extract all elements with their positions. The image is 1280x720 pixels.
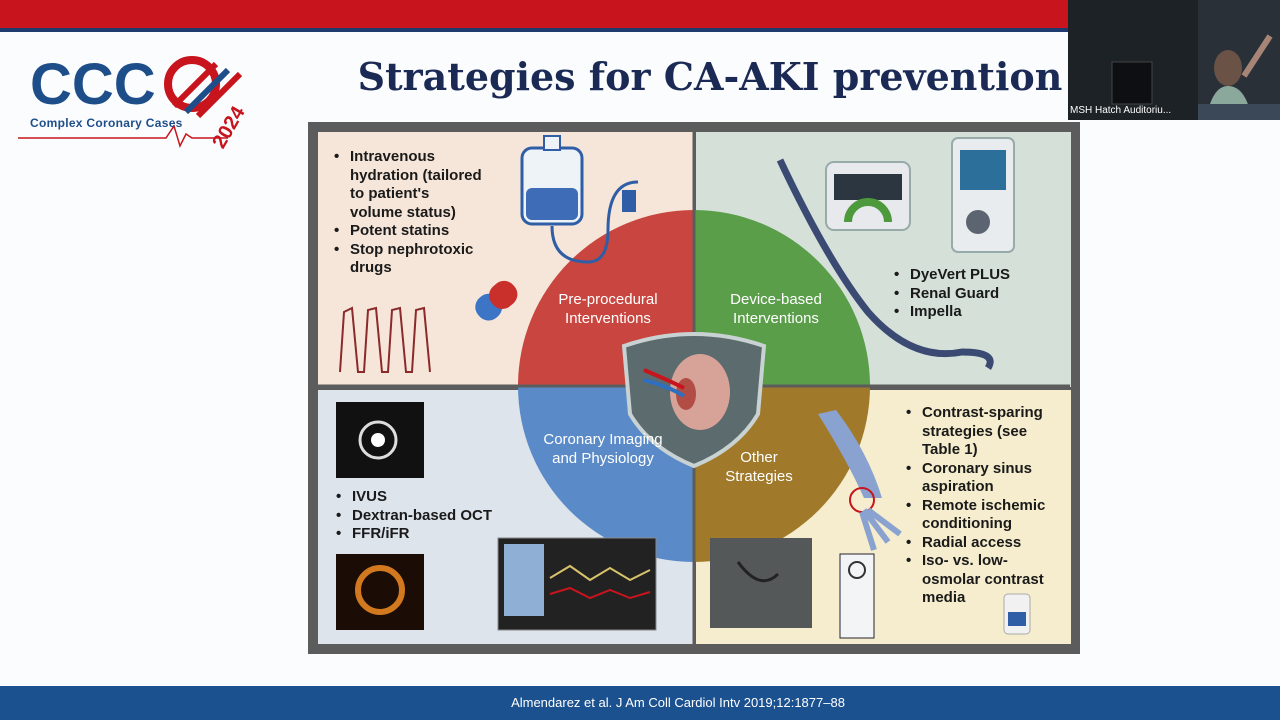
catheter-icon — [776, 158, 994, 370]
logo-subtitle: Complex Coronary Cases — [30, 116, 183, 130]
ccc-2024-logo: CCC 2024 — [18, 52, 250, 152]
logo-mark: CCC — [30, 52, 156, 117]
other-item: Radial access — [906, 534, 1064, 553]
other-item: Contrast-sparing strategies (see Table 1… — [906, 404, 1064, 460]
segment-label-imaging: Coronary Imaging and Physiology — [543, 431, 663, 467]
other-item: Remote ischemic conditioning — [906, 497, 1064, 534]
ffr-monitor-icon — [497, 537, 657, 631]
pill-icon — [475, 280, 518, 321]
device-item: Renal Guard — [894, 285, 1064, 304]
top-blue-line — [0, 28, 1068, 32]
imaging-item: IVUS — [336, 488, 516, 507]
device-item: Impella — [894, 303, 1064, 322]
segment-label-device: Device-based Interventions — [730, 291, 822, 327]
pre-procedural-list: Intravenous hydration (tailored to patie… — [334, 148, 484, 278]
imaging-item: Dextran-based OCT — [336, 507, 516, 526]
device-item: DyeVert PLUS — [894, 266, 1064, 285]
strategy-figure: Pre-procedural Interventions Device-base… — [308, 122, 1080, 654]
iv-bag-icon — [520, 135, 639, 264]
pre-item: Stop nephrotoxic drugs — [334, 241, 484, 278]
slide-title: Strategies for CA-AKI prevention — [357, 54, 1063, 99]
device-based-list: DyeVert PLUS Renal Guard Impella — [894, 266, 1064, 322]
top-red-bar — [0, 0, 1068, 28]
strategy-wheel — [318, 132, 1070, 644]
segment-label-pre: Pre-procedural Interventions — [558, 291, 658, 327]
participant-video[interactable]: MSH Hatch Auditoriu... — [1068, 0, 1280, 120]
citation-text: Almendarez et al. J Am Coll Cardiol Intv… — [511, 695, 845, 710]
waveform-icon — [339, 306, 431, 373]
pressure-device-icon — [839, 553, 875, 639]
renal-guard-icon — [951, 137, 1015, 253]
logo-year: 2024 — [208, 102, 250, 152]
forearm-icon — [818, 410, 902, 551]
other-strategies-list: Contrast-sparing strategies (see Table 1… — [906, 404, 1064, 608]
other-item: Iso- vs. low-osmolar contrast media — [906, 552, 1064, 608]
pre-item: Potent statins — [334, 222, 484, 241]
imaging-list: IVUS Dextran-based OCT FFR/iFR — [336, 488, 516, 544]
angiogram-image — [710, 538, 812, 628]
pre-item: Intravenous hydration (tailored to patie… — [334, 148, 484, 222]
citation-footer: Almendarez et al. J Am Coll Cardiol Intv… — [0, 686, 1280, 720]
segment-label-other: Other Strategies — [725, 449, 793, 485]
kidney-shield-icon — [621, 332, 767, 469]
other-item: Coronary sinus aspiration — [906, 460, 1064, 497]
participant-label: MSH Hatch Auditoriu... — [1070, 105, 1172, 116]
imaging-item: FFR/iFR — [336, 525, 516, 544]
dyevert-monitor-icon — [825, 161, 911, 231]
